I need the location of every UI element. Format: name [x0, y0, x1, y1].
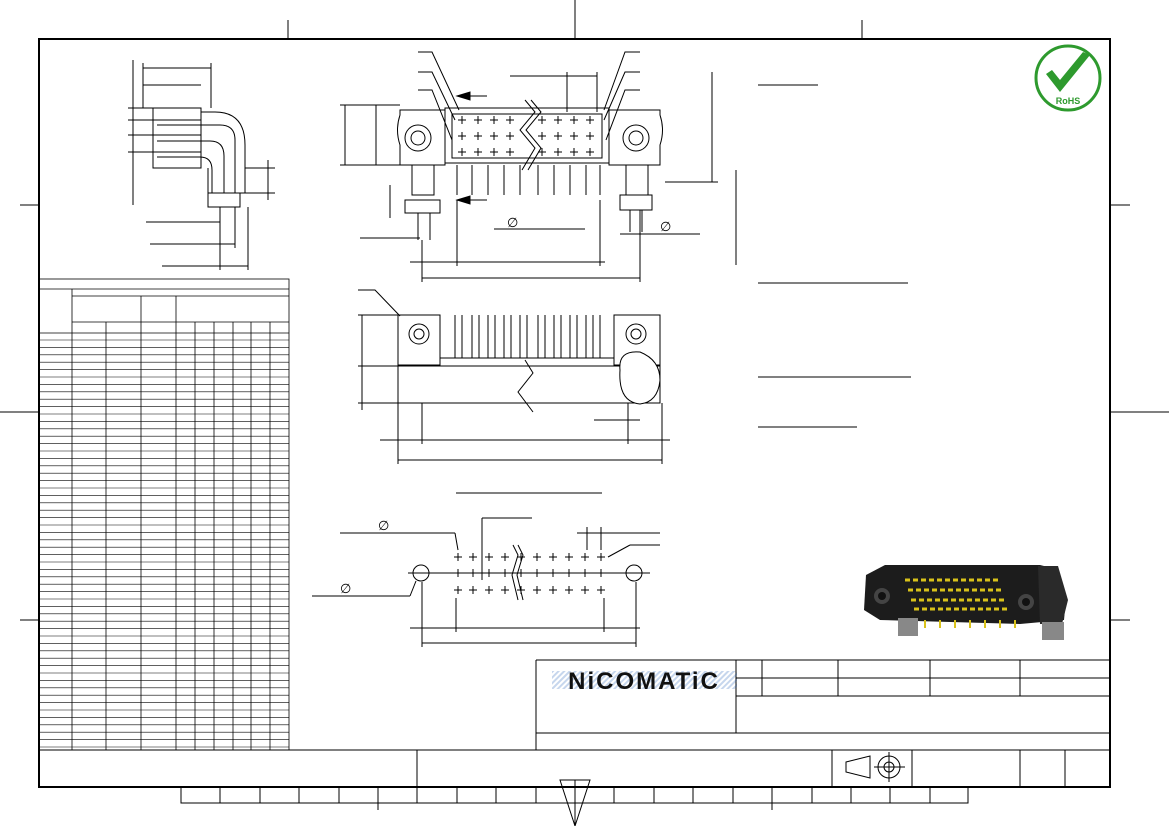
nicomatic-logo-graphic: NiCOMATiC: [552, 668, 737, 695]
scale-strip: [180, 779, 969, 826]
logo-text: NiCOMATiC: [568, 668, 720, 695]
parts-table-rows: [39, 339, 289, 748]
pcb-dia-1: ∅: [378, 518, 389, 533]
contact-grid: [458, 116, 594, 156]
front-view: ∅ ∅: [340, 51, 737, 282]
front-dia-2: ∅: [660, 219, 671, 234]
top-view: [358, 289, 670, 464]
center-marks: [0, 0, 1169, 621]
parts-table: [38, 278, 290, 751]
pcb-layout: ∅ ∅: [312, 492, 660, 647]
connector-render: [864, 565, 1068, 640]
title-block: [39, 659, 1110, 787]
pcb-dia-2: ∅: [340, 581, 351, 596]
notes-area: [758, 84, 911, 428]
rohs-label: RoHS: [1056, 96, 1081, 106]
nicomatic-logo: NiCOMATiC: [552, 665, 737, 695]
front-dia-1: ∅: [507, 215, 518, 230]
side-view: [128, 60, 275, 270]
pcb-pins: [456, 165, 601, 195]
rohs-badge: RoHS: [1034, 44, 1102, 112]
